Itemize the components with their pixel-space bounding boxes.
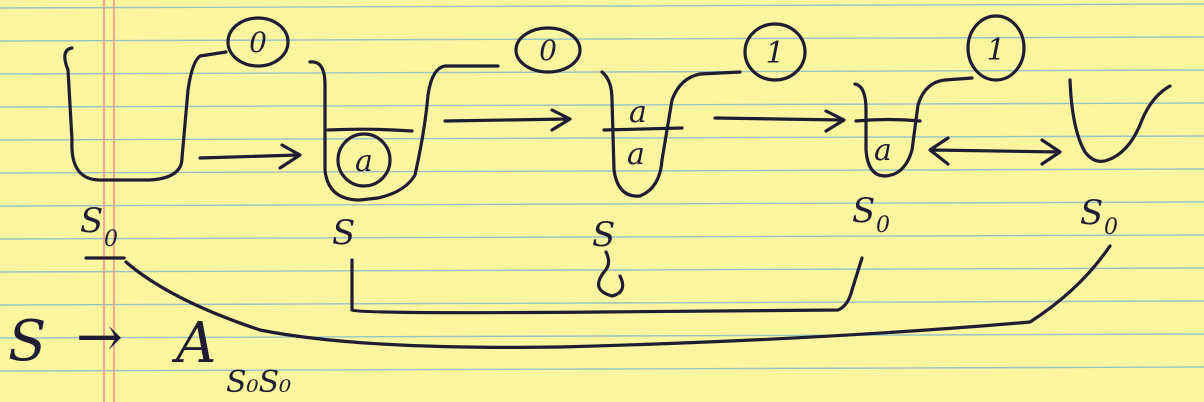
output-bubble-s2: 1 xyxy=(743,22,807,82)
transition-arrow-s1-s2 xyxy=(443,108,572,132)
state-label-s0: S 0 xyxy=(80,201,126,260)
rule-line xyxy=(0,36,1204,42)
rule-line xyxy=(0,102,1204,108)
production-rhs-subscript: S₀S₀ xyxy=(226,365,291,400)
stack-cup-s3: a xyxy=(853,76,974,178)
svg-text:0: 0 xyxy=(104,227,118,252)
rule-line xyxy=(0,135,1204,141)
output-bubble-s0: 0 xyxy=(226,16,290,68)
output-value-s3: 1 xyxy=(986,33,1005,68)
rule-line xyxy=(0,201,1204,207)
pairing-bracket-s1-s3 xyxy=(350,250,864,315)
state-label-s3: S 0 xyxy=(852,191,890,238)
output-value-s2: 1 xyxy=(765,36,784,71)
bidirectional-arrow-s3-s4 xyxy=(928,136,1062,166)
output-value-s1: 0 xyxy=(539,34,557,67)
state-label-s2: S xyxy=(592,215,615,255)
production-lhs: S xyxy=(8,309,46,374)
svg-text:S: S xyxy=(332,213,355,253)
output-value-s0: 0 xyxy=(249,26,267,59)
svg-text:0: 0 xyxy=(876,213,890,238)
transition-arrow-s0-s1 xyxy=(198,143,302,170)
rule-line xyxy=(0,333,1204,339)
state-label-s4: S 0 xyxy=(1080,193,1118,240)
production-arrow: → xyxy=(76,305,123,370)
rule-line xyxy=(0,366,1204,372)
production-rule: S → A S₀S₀ xyxy=(8,305,291,400)
state-label-s1: S xyxy=(332,213,355,253)
stack-symbol-s2-top: a xyxy=(629,95,647,130)
output-bubble-s1: 0 xyxy=(514,26,582,74)
stack-symbol-s3-top: a xyxy=(874,133,892,168)
stack-cup-s2: a a xyxy=(600,70,742,198)
output-bubble-s3: 1 xyxy=(966,14,1026,82)
transition-arrow-s2-s3 xyxy=(713,109,846,133)
pairing-bracket-s0-s4 xyxy=(124,244,1112,349)
stack-cup-s0 xyxy=(63,46,228,182)
svg-text:S: S xyxy=(852,191,875,231)
rule-line xyxy=(0,267,1204,273)
svg-text:S: S xyxy=(1080,193,1103,233)
rule-line xyxy=(0,3,1204,9)
production-rhs: A xyxy=(171,311,216,376)
stack-symbol-s1-top: a xyxy=(355,144,373,179)
svg-text:S: S xyxy=(80,201,103,241)
rule-line xyxy=(0,234,1204,240)
rule-line xyxy=(0,300,1204,306)
stack-cup-s1: a xyxy=(308,60,500,202)
svg-text:0: 0 xyxy=(1104,215,1118,240)
svg-text:S: S xyxy=(592,215,615,255)
rule-line xyxy=(0,168,1204,174)
stack-cup-s4 xyxy=(1068,78,1172,163)
stack-symbol-s2-bottom: a xyxy=(627,137,645,172)
